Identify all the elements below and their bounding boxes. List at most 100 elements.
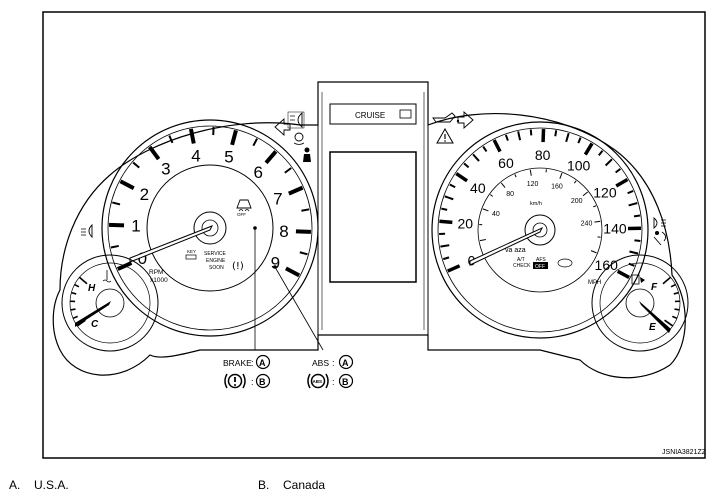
tach-tick (119, 179, 135, 190)
abs-warning-icon: ABS (307, 373, 329, 389)
front-fog-light-icon (81, 223, 93, 239)
tach-tick (295, 229, 312, 234)
vdc-icon (293, 132, 305, 145)
seatbelt-icon (303, 147, 311, 162)
mph-tick (627, 190, 634, 195)
legend-value-a: U.S.A. (34, 478, 69, 492)
brake-b-letter: B (259, 377, 266, 387)
mph-label: 40 (470, 180, 486, 196)
key-icon (185, 254, 197, 260)
abs-a-letter: A (342, 358, 349, 368)
gauge-tick (76, 319, 86, 327)
cruise-indicator-box (329, 103, 417, 125)
abs-leader-line (274, 266, 324, 351)
high-beam-icon (653, 217, 666, 229)
tach-unit-rpm: RPM (149, 269, 163, 276)
gauge-tick (72, 315, 78, 320)
abs-b-marker (338, 373, 354, 389)
service-engine-line1: SERVICE (204, 251, 227, 257)
tach-label: 5 (224, 147, 233, 166)
temp-cold-label: C (91, 319, 99, 330)
afs-line2: OFF (535, 264, 545, 270)
tach-tick (188, 128, 196, 144)
airbag-icon (653, 231, 667, 246)
lcd-screen (329, 151, 417, 283)
tach-tick (288, 185, 304, 196)
headlight-icon (287, 111, 305, 129)
tach-label: 0 (138, 249, 147, 268)
center-display: CRUISE (317, 92, 429, 335)
brake-b-sep: : (251, 377, 254, 387)
service-engine-line3: SOON (209, 265, 224, 271)
kmh-tick (594, 220, 601, 223)
svg-text:(!): (!) (232, 261, 244, 272)
kmh-label: 240 (581, 221, 593, 228)
mph-tick (442, 256, 450, 261)
mph-tick (472, 153, 480, 162)
mph-tick (629, 250, 639, 255)
diagram-frame (42, 11, 706, 459)
brake-warning-icon (224, 373, 246, 389)
mph-tick (577, 137, 582, 144)
at-check-line1: A/T (517, 257, 525, 263)
brake-a-sep: : (251, 358, 254, 368)
abs-b-letter: B (342, 377, 349, 387)
tach-tick (148, 145, 161, 161)
tachometer-ticks (108, 127, 312, 278)
kmh-tick (590, 250, 597, 254)
key-label: KEY (187, 249, 196, 254)
kmh-label: 40 (492, 211, 500, 218)
gauge-tick (664, 319, 674, 327)
mph-tick (482, 145, 488, 153)
tach-tick (284, 167, 292, 174)
right-turn-signal-icon (457, 110, 474, 130)
tachometer-needle (129, 225, 214, 263)
kmh-tick (500, 182, 506, 188)
mph-tick (529, 129, 533, 136)
fuel-ticks (662, 276, 680, 327)
afs-off-box (533, 262, 548, 269)
abs-b-sep: : (332, 377, 335, 387)
figure-id: JSNIA3821ZZ (662, 449, 706, 456)
tach-label: 3 (161, 160, 170, 179)
kmh-tick (514, 174, 517, 178)
tach-label: 1 (131, 217, 140, 236)
mph-label: 80 (535, 147, 551, 163)
speedometer-kmh-ticks (479, 169, 601, 254)
cluster-outline (52, 81, 686, 379)
tach-tick (230, 129, 238, 146)
mph-tick (554, 130, 558, 137)
speedometer-needle (469, 226, 544, 266)
mph-label: 20 (457, 215, 473, 231)
abs-label: ABS (312, 358, 329, 368)
temperature-ticks (70, 276, 88, 327)
tach-tick (301, 208, 310, 212)
mph-tick (604, 158, 613, 167)
tach-tick (264, 150, 278, 165)
tach-tick (299, 251, 308, 256)
tach-tick (252, 138, 258, 147)
tire-pressure-icon: (!) (232, 261, 244, 272)
at-check-line2: CHECK (513, 263, 531, 269)
legend-key-a: A. (9, 478, 21, 492)
kmh-label: 160 (551, 184, 563, 191)
mph-unit: MPH (588, 280, 601, 286)
mph-tick (598, 150, 604, 157)
kmh-unit: km/h (530, 201, 542, 207)
temperature-gauge: H C (61, 254, 159, 352)
tach-label: 2 (140, 185, 149, 204)
afs-line1: AFS (536, 257, 546, 263)
mph-label: 60 (498, 155, 514, 171)
gauge-tick (674, 308, 680, 311)
mph-tick (615, 168, 622, 174)
tach-label: 7 (273, 189, 282, 208)
mph-tick (455, 172, 469, 183)
tach-tick (284, 266, 301, 278)
fuel-needle (639, 301, 671, 333)
kmh-label: 80 (506, 191, 514, 198)
tach-tick (110, 244, 119, 249)
gauge-tick (74, 283, 80, 288)
mph-label: 120 (593, 185, 617, 201)
